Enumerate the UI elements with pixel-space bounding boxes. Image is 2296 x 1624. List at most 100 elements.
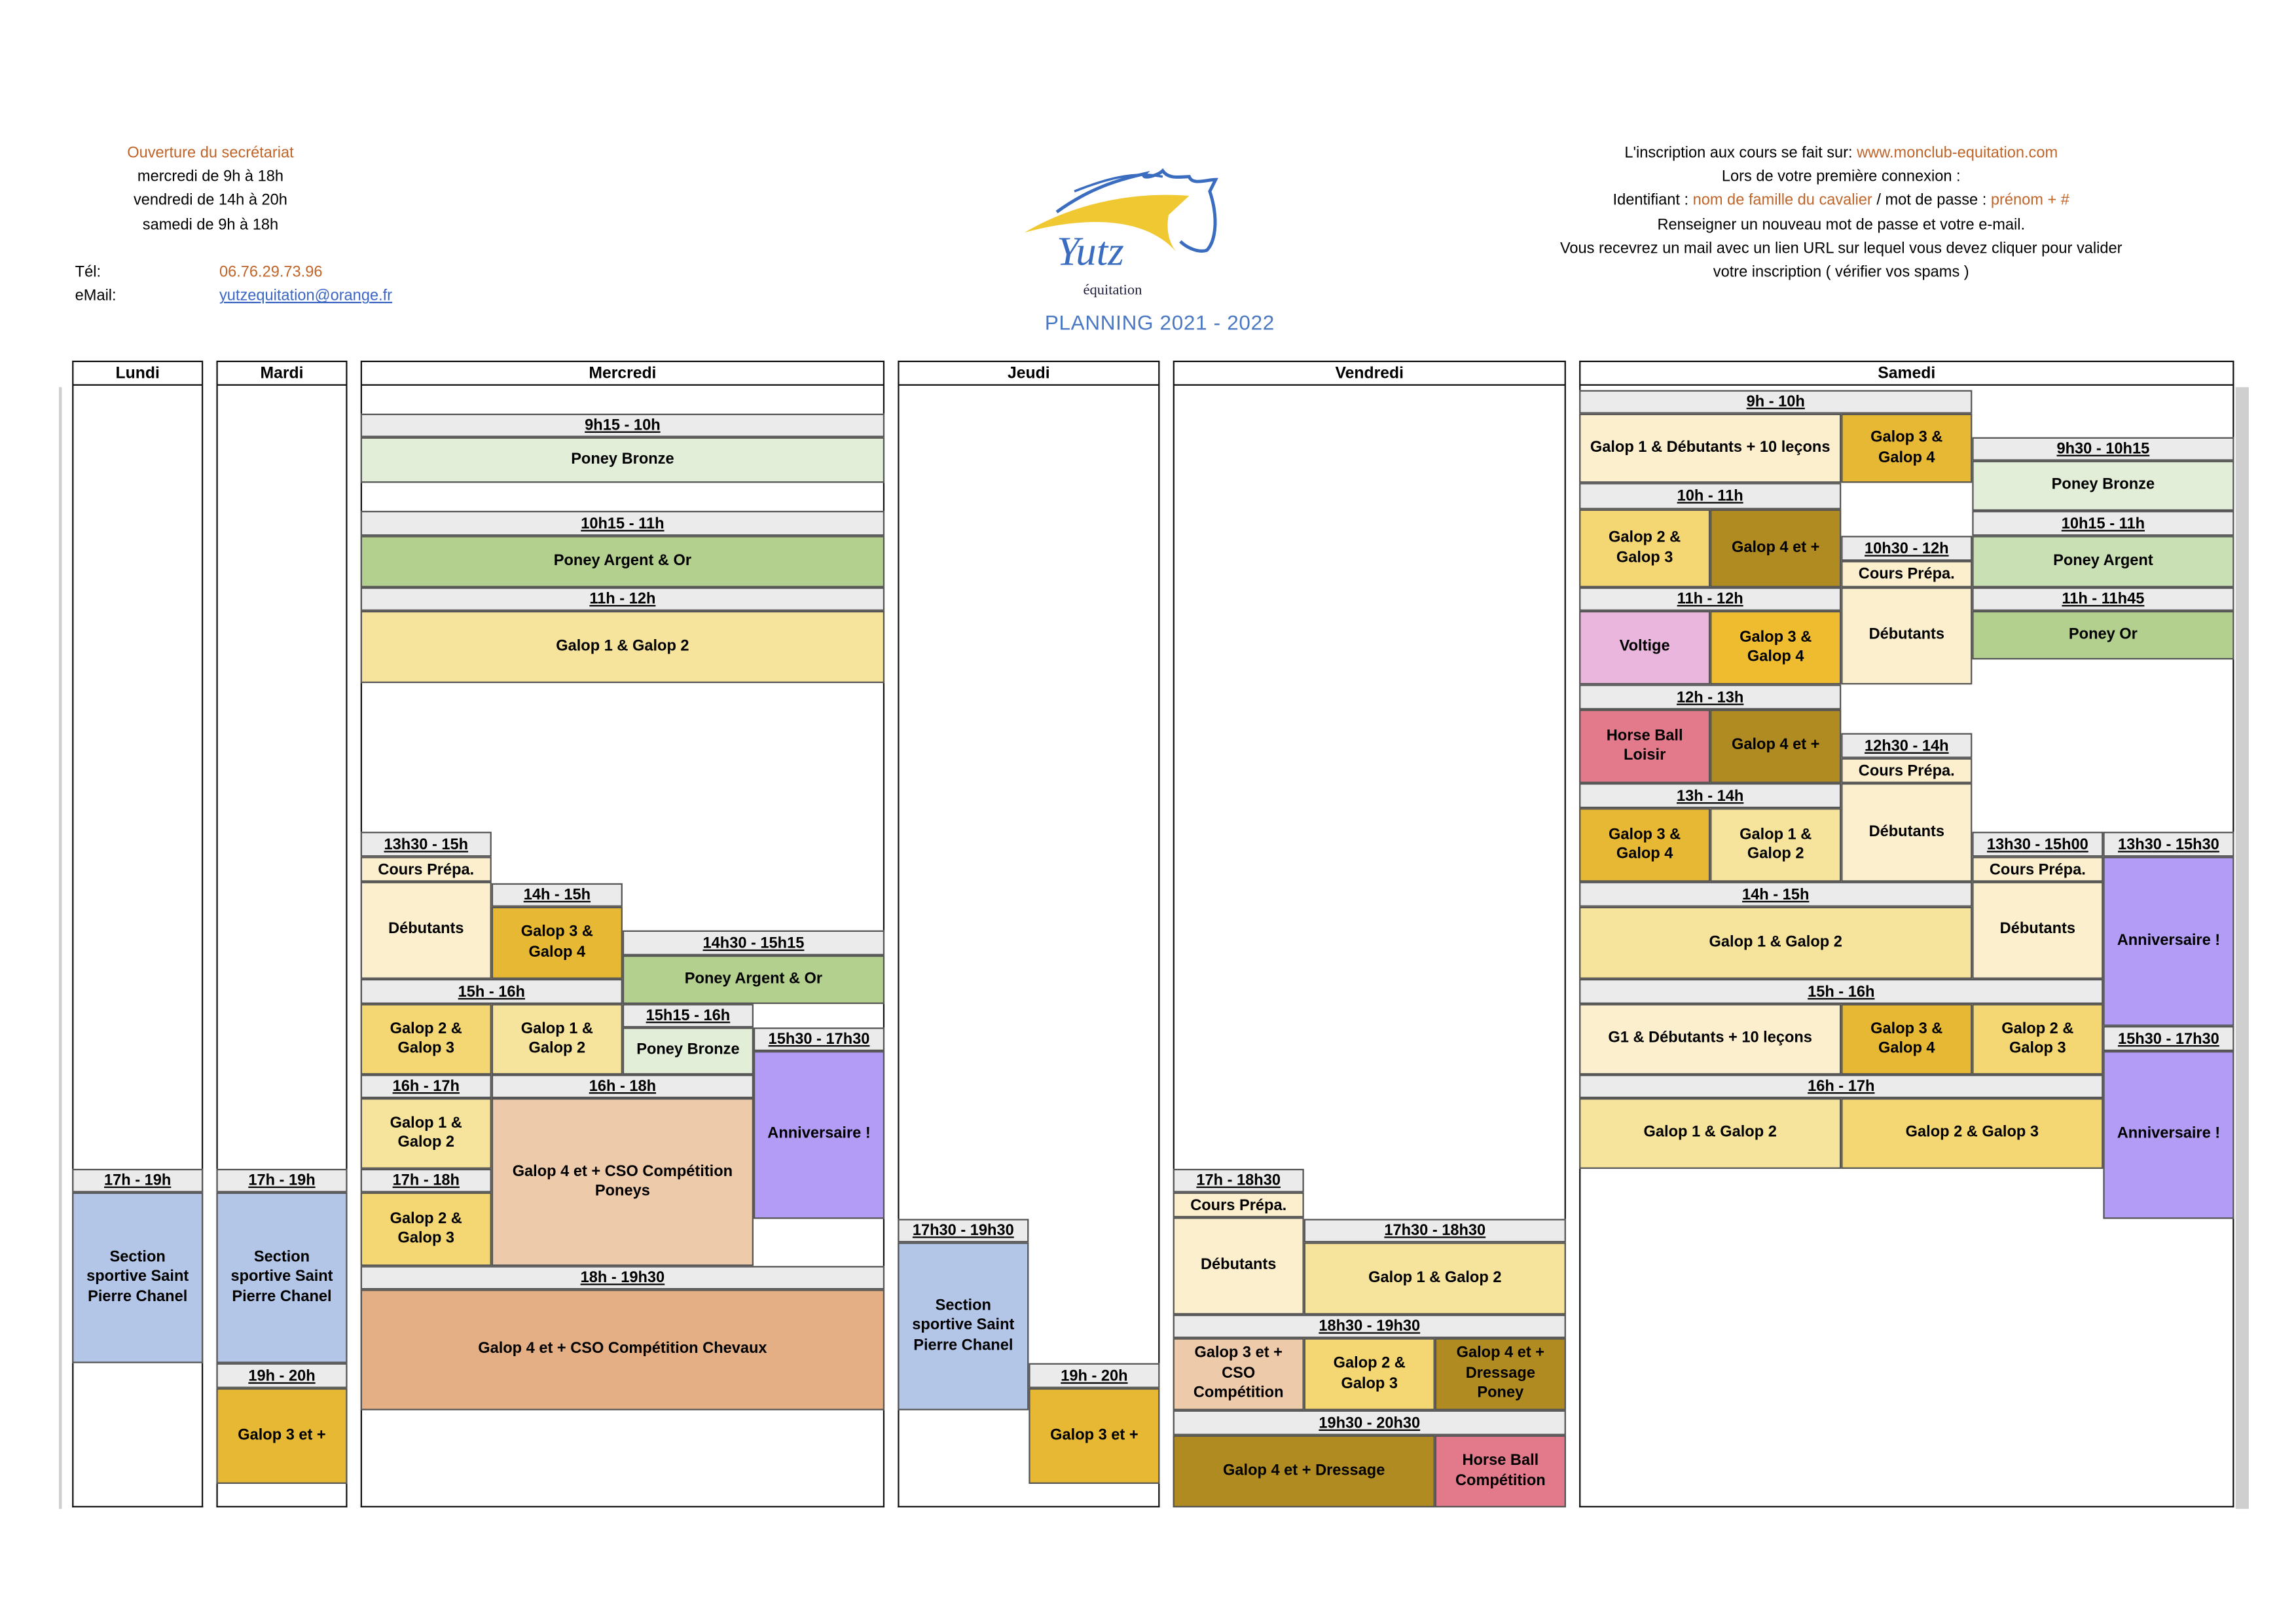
tel-value: 06.76.29.73.96 bbox=[219, 263, 323, 282]
class-block: Galop 3 & Galop 4 bbox=[491, 906, 623, 979]
class-block: Anniversaire ! bbox=[753, 1051, 885, 1219]
class-block: G1 & Débutants + 10 leçons bbox=[1579, 1004, 1842, 1075]
inscription-text: votre inscription ( vérifier vos spams ) bbox=[1713, 263, 1969, 282]
time-slot-label: 16h - 17h bbox=[360, 1075, 492, 1099]
course-type-label: Cours Prépa. bbox=[1972, 857, 2104, 882]
time-slot-label: 15h30 - 17h30 bbox=[2103, 1025, 2234, 1052]
secretariat-heading: Ouverture du secrétariat bbox=[127, 144, 294, 162]
class-block: Débutants bbox=[1841, 587, 1973, 685]
class-block: Galop 2 & Galop 3 bbox=[1972, 1004, 2104, 1075]
page-title: PLANNING 2021 - 2022 bbox=[1044, 310, 1275, 335]
time-slot-label: 9h - 10h bbox=[1579, 390, 1973, 414]
class-block: Horse Ball Compétition bbox=[1434, 1435, 1566, 1507]
class-block: Galop 3 & Galop 4 bbox=[1841, 413, 1973, 483]
class-block: Galop 2 & Galop 3 bbox=[1303, 1338, 1435, 1411]
time-slot-label: 18h30 - 19h30 bbox=[1173, 1314, 1566, 1338]
class-block: Débutants bbox=[360, 881, 492, 979]
day-header: Vendredi bbox=[1173, 360, 1566, 386]
class-block: Galop 4 et + bbox=[1710, 509, 1842, 587]
class-block: Galop 1 & Galop 2 bbox=[360, 610, 885, 684]
time-slot-label: 17h - 18h bbox=[360, 1168, 492, 1192]
class-block: Galop 2 & Galop 3 bbox=[1841, 1098, 2104, 1169]
email-link[interactable]: yutzequitation@orange.fr bbox=[219, 287, 393, 305]
class-block: Galop 2 & Galop 3 bbox=[360, 1192, 492, 1266]
day-header: Samedi bbox=[1579, 360, 2234, 386]
class-block: Poney Bronze bbox=[1972, 460, 2234, 511]
inscription-text: Renseigner un nouveau mot de passe et vo… bbox=[1657, 215, 2026, 234]
class-block: Section sportive Saint Pierre Chanel bbox=[898, 1242, 1029, 1411]
inscription-text: L'inscription aux cours se fait sur: bbox=[1624, 144, 1857, 162]
right-rule bbox=[2235, 387, 2249, 1509]
class-block: Voltige bbox=[1579, 610, 1711, 685]
class-block: Galop 4 et + CSO Compétition Chevaux bbox=[360, 1289, 885, 1411]
left-rule bbox=[58, 387, 62, 1509]
inscription-text: Vous recevrez un mail avec un lien URL s… bbox=[1559, 240, 2123, 257]
hours-line: vendredi de 14h à 20h bbox=[133, 192, 287, 210]
class-block: Galop 4 et + CSO Compétition Poneys bbox=[491, 1098, 754, 1266]
time-slot-label: 13h30 - 15h bbox=[360, 832, 492, 857]
time-slot-label: 12h30 - 14h bbox=[1841, 733, 1973, 758]
identifiant-label: Identifiant : bbox=[1613, 192, 1693, 210]
time-slot-label: 17h - 19h bbox=[72, 1168, 204, 1192]
class-block: Section sportive Saint Pierre Chanel bbox=[72, 1192, 204, 1363]
course-type-label: Cours Prépa. bbox=[360, 857, 492, 882]
time-slot-label: 11h - 11h45 bbox=[1972, 587, 2234, 611]
time-slot-label: 10h - 11h bbox=[1579, 483, 1842, 509]
logo-name: Yutz bbox=[1057, 229, 1124, 274]
time-slot-label: 15h - 16h bbox=[360, 978, 623, 1005]
class-block: Débutants bbox=[1972, 881, 2104, 979]
class-block: Poney Argent & Or bbox=[360, 536, 885, 587]
class-block: Galop 1 & Galop 2 bbox=[1579, 906, 1973, 979]
class-block: Débutants bbox=[1173, 1217, 1304, 1315]
day-header: Mercredi bbox=[360, 360, 885, 386]
class-block: Galop 3 et + bbox=[216, 1388, 348, 1484]
hours-line: samedi de 9h à 18h bbox=[142, 215, 279, 234]
time-slot-label: 10h15 - 11h bbox=[360, 511, 885, 536]
time-slot-label: 10h30 - 12h bbox=[1841, 536, 1973, 561]
inscription-url[interactable]: www.monclub-equitation.com bbox=[1857, 144, 2058, 162]
time-slot-label: 14h - 15h bbox=[1579, 881, 1973, 907]
time-slot-label: 17h - 19h bbox=[216, 1168, 348, 1192]
course-type-label: Cours Prépa. bbox=[1841, 561, 1973, 587]
hours-line: mercredi de 9h à 18h bbox=[137, 168, 283, 186]
time-slot-label: 13h30 - 15h00 bbox=[1972, 832, 2104, 857]
password-label: / mot de passe : bbox=[1872, 192, 1991, 210]
class-block: Galop 4 et + bbox=[1710, 709, 1842, 783]
class-block: Poney Or bbox=[1972, 610, 2234, 660]
time-slot-label: 11h - 12h bbox=[360, 587, 885, 611]
time-slot-label: 15h15 - 16h bbox=[622, 1004, 754, 1028]
class-block: Galop 4 et + Dressage bbox=[1173, 1435, 1435, 1507]
password-value: prénom + # bbox=[1990, 192, 2069, 210]
horse-head-logo-icon: Yutz équitation bbox=[1024, 168, 1218, 298]
time-slot-label: 13h - 14h bbox=[1579, 783, 1842, 809]
logo-sub: équitation bbox=[1084, 282, 1142, 298]
course-type-label: Cours Prépa. bbox=[1841, 758, 1973, 783]
class-block: Galop 1 & Galop 2 bbox=[360, 1098, 492, 1169]
time-slot-label: 12h - 13h bbox=[1579, 684, 1842, 710]
class-block: Galop 3 et + bbox=[1029, 1388, 1160, 1484]
class-block: Galop 1 & Galop 2 bbox=[1710, 808, 1842, 882]
class-block: Anniversaire ! bbox=[2103, 857, 2234, 1026]
time-slot-label: 11h - 12h bbox=[1579, 587, 1842, 611]
class-block: Galop 3 et + CSO Compétition bbox=[1173, 1338, 1304, 1411]
time-slot-label: 9h15 - 10h bbox=[360, 413, 885, 437]
email-label: eMail: bbox=[75, 287, 117, 305]
class-block: Anniversaire ! bbox=[2103, 1051, 2234, 1219]
time-slot-label: 17h30 - 18h30 bbox=[1303, 1219, 1566, 1243]
class-block: Galop 3 & Galop 4 bbox=[1579, 808, 1711, 882]
class-block: Poney Argent bbox=[1972, 536, 2234, 587]
day-header: Lundi bbox=[72, 360, 204, 386]
class-block: Section sportive Saint Pierre Chanel bbox=[216, 1192, 348, 1363]
time-slot-label: 18h - 19h30 bbox=[360, 1266, 885, 1290]
time-slot-label: 19h - 20h bbox=[216, 1363, 348, 1388]
course-type-label: Cours Prépa. bbox=[1173, 1192, 1304, 1218]
class-block: Galop 1 & Galop 2 bbox=[491, 1004, 623, 1075]
time-slot-label: 17h30 - 19h30 bbox=[898, 1219, 1029, 1243]
class-block: Galop 1 & Galop 2 bbox=[1303, 1242, 1566, 1315]
time-slot-label: 17h - 18h30 bbox=[1173, 1168, 1304, 1192]
class-block: Poney Bronze bbox=[622, 1027, 754, 1075]
inscription-info: L'inscription aux cours se fait sur: www… bbox=[1501, 141, 2181, 285]
contact-block: Tél:06.76.29.73.96 eMail:yutzequitation@… bbox=[75, 261, 392, 308]
inscription-text: Lors de votre première connexion : bbox=[1721, 168, 1961, 186]
